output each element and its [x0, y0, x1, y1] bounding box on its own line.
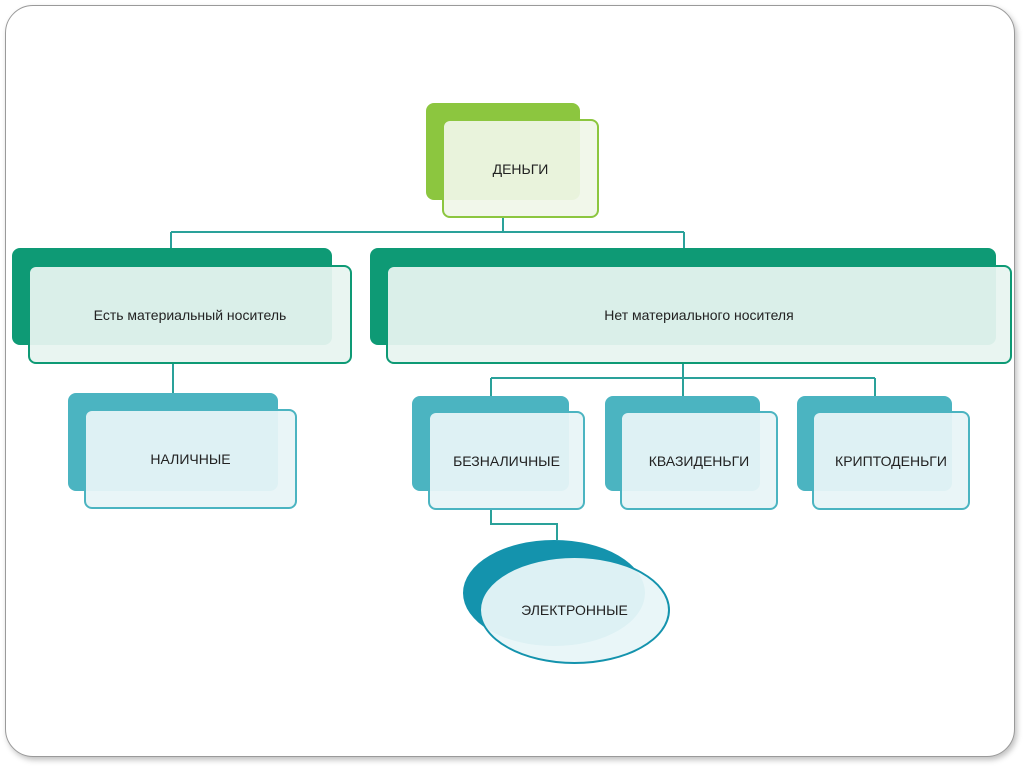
- node-cash-label: НАЛИЧНЫЕ: [150, 451, 231, 467]
- node-noncash-label: БЕЗНАЛИЧНЫЕ: [453, 452, 560, 469]
- node-material-label: Есть материальный носитель: [93, 306, 287, 323]
- connector-noncash-electronic: [490, 510, 558, 540]
- node-electronic-label: ЭЛЕКТРОННЫЕ: [521, 602, 628, 618]
- node-nonmaterial-label: Нет материального носителя: [604, 306, 794, 323]
- node-crypto-label: КРИПТОДЕНЬГИ: [835, 452, 947, 469]
- node-root-label: ДЕНЬГИ: [492, 160, 549, 177]
- connector-nonmaterial-leaves: [490, 364, 876, 396]
- connector-root: [170, 218, 685, 248]
- node-quasi-label: КВАЗИДЕНЬГИ: [648, 452, 750, 469]
